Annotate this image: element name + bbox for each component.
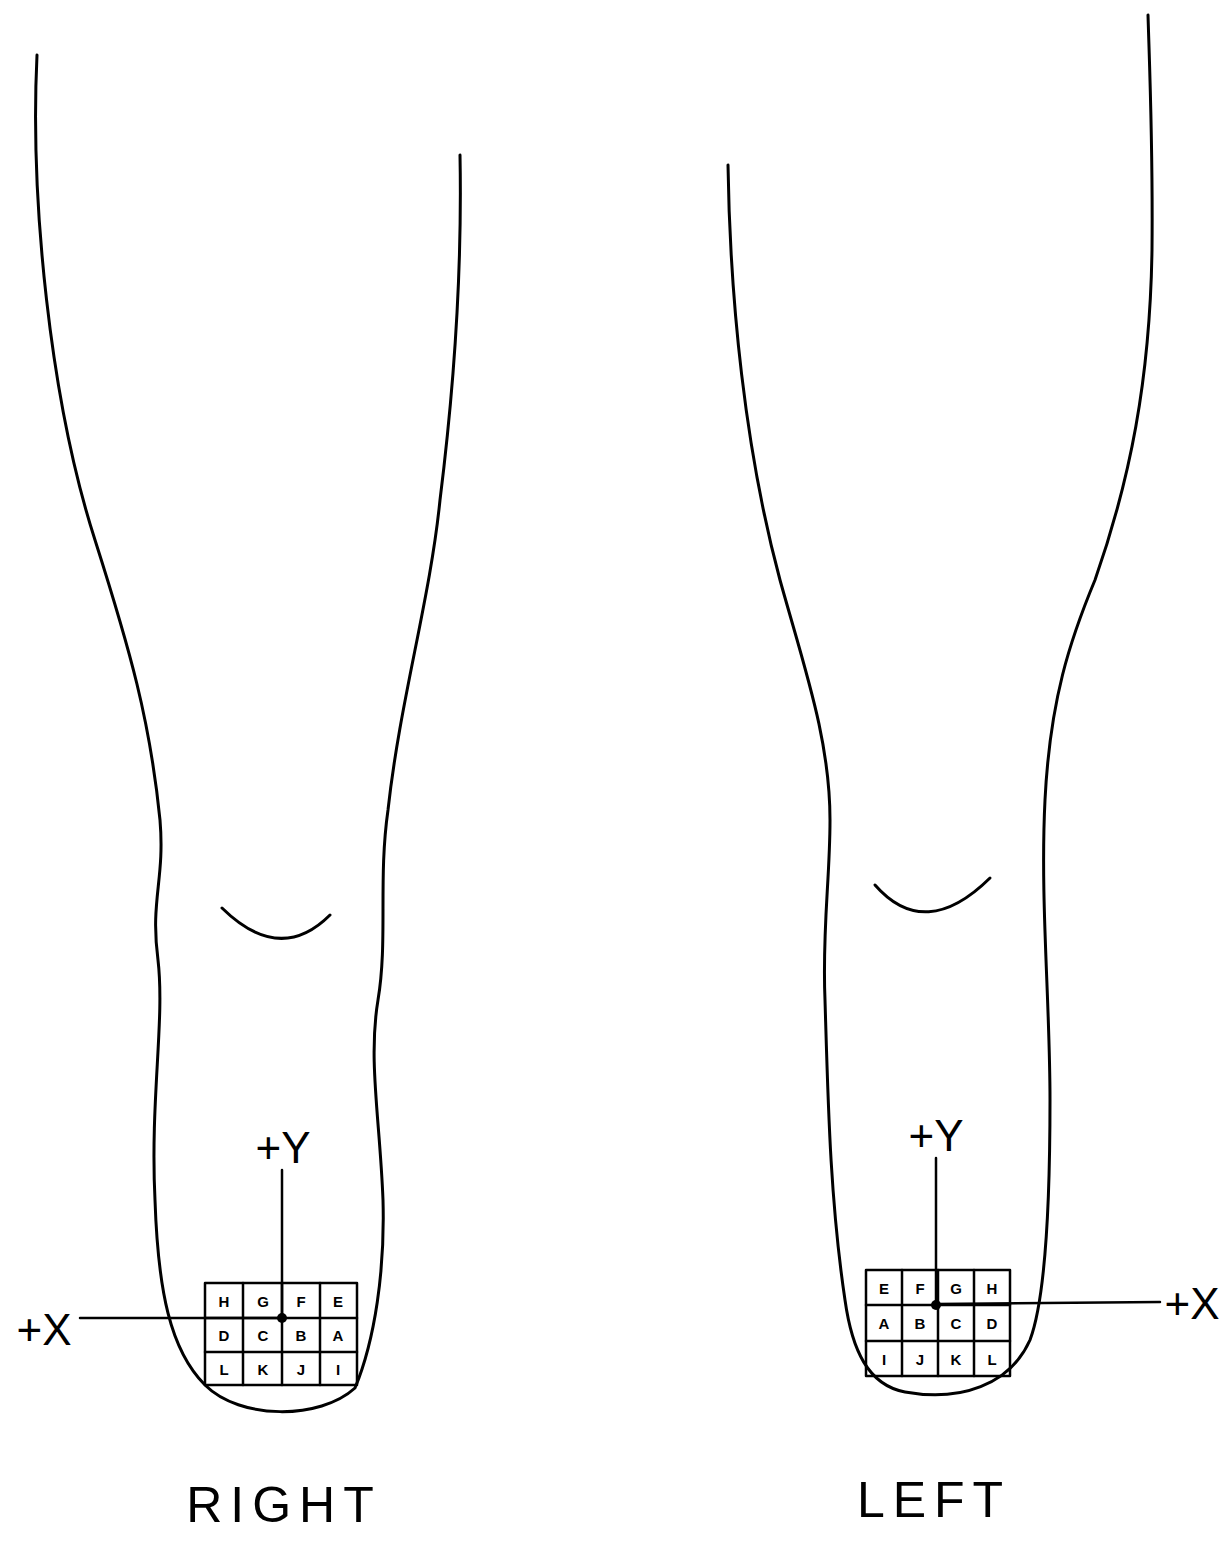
grid-cell-letter: G	[950, 1281, 962, 1296]
grid-cell-letter: A	[879, 1316, 890, 1331]
left-leg-outline	[728, 15, 1152, 1395]
left-x-axis	[936, 1302, 1160, 1304]
grid-cell-letter: E	[333, 1294, 343, 1309]
grid-cell-letter: I	[882, 1352, 886, 1367]
grid-cell-letter: A	[333, 1328, 344, 1343]
grid-cell-letter: F	[915, 1281, 924, 1296]
left-kneecap	[875, 878, 990, 912]
axis-label: +Y	[255, 1126, 310, 1170]
left-y-axis	[935, 1158, 938, 1305]
axis-label: +X	[16, 1308, 71, 1352]
grid-cell-letter: D	[987, 1316, 998, 1331]
right-leg-outline	[36, 55, 461, 1412]
right-x-axis	[80, 1317, 282, 1320]
left-origin-dot	[931, 1300, 941, 1310]
grid-cell-letter: B	[296, 1328, 307, 1343]
axis-label: +Y	[908, 1114, 963, 1158]
left-grid	[866, 1270, 1010, 1376]
grid-cell-letter: H	[219, 1294, 230, 1309]
grid-cell-letter: L	[219, 1362, 228, 1377]
axis-label: +X	[1164, 1282, 1219, 1326]
grid-cell-letter: D	[219, 1328, 230, 1343]
side-caption: LEFT	[849, 1475, 1011, 1525]
right-kneecap	[222, 908, 330, 938]
grid-cell-letter: I	[336, 1362, 340, 1377]
grid-cell-letter: B	[915, 1316, 926, 1331]
side-caption: RIGHT	[178, 1480, 382, 1530]
grid-cell-letter: H	[987, 1281, 998, 1296]
grid-cell-letter: C	[951, 1316, 962, 1331]
grid-cell-letter: L	[987, 1352, 996, 1367]
grid-cell-letter: K	[951, 1352, 962, 1367]
grid-cell-letter: F	[296, 1294, 305, 1309]
grid-cell-letter: K	[258, 1362, 269, 1377]
grid-cell-letter: E	[879, 1281, 889, 1296]
grid-cell-letter: G	[257, 1294, 269, 1309]
grid-cell-letter: J	[297, 1362, 305, 1377]
right-origin-dot	[277, 1313, 287, 1323]
right-y-axis	[281, 1170, 284, 1318]
grid-cell-letter: J	[916, 1352, 924, 1367]
grid-cell-letter: C	[258, 1328, 269, 1343]
